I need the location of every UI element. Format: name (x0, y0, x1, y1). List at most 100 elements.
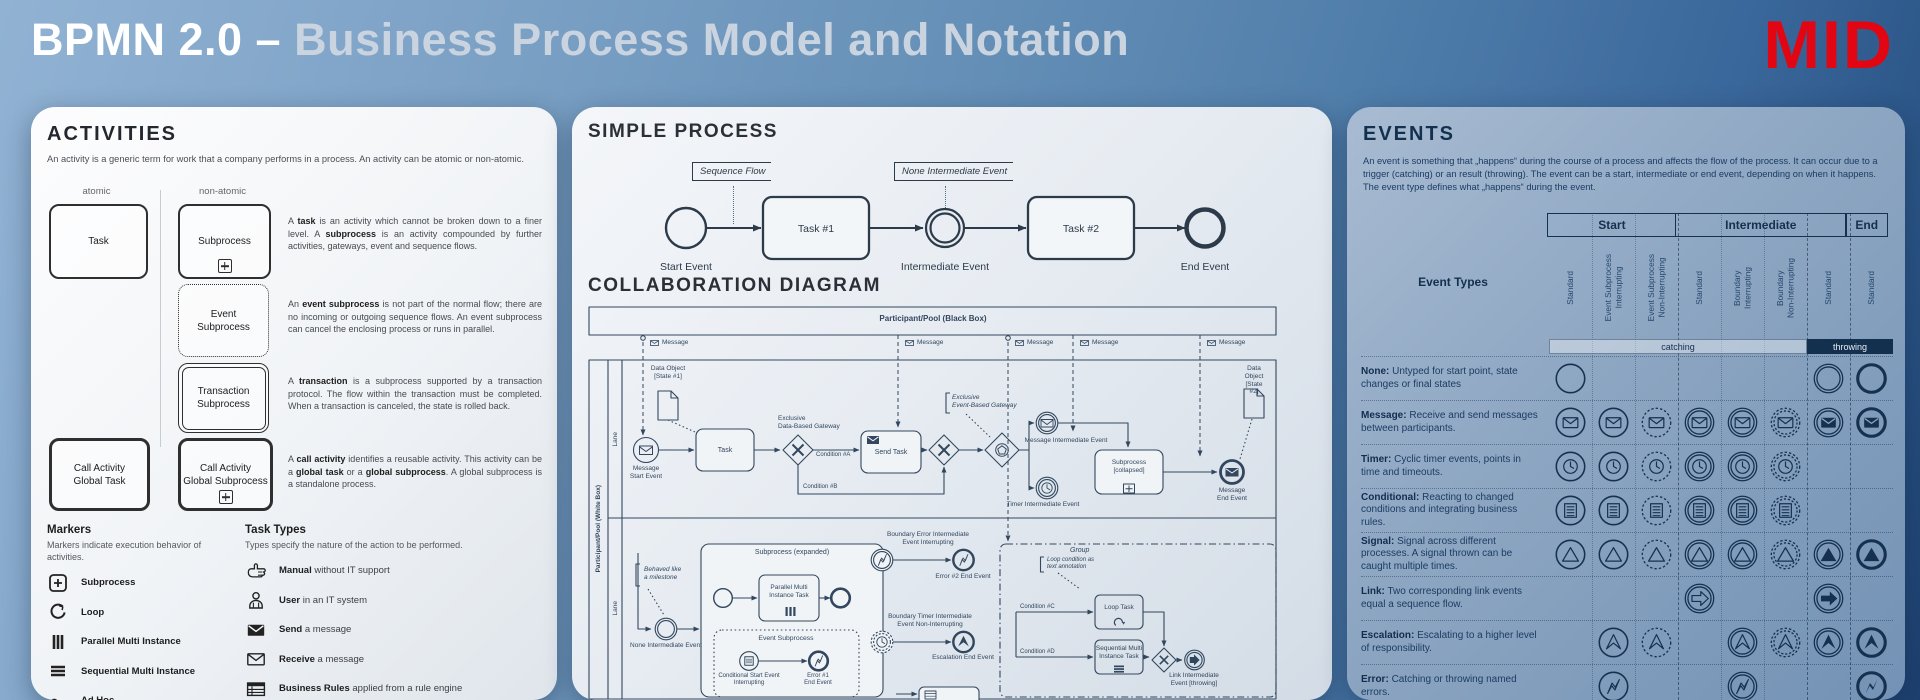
subprocess-shape-label: Subprocess (198, 236, 251, 247)
column-separator (1764, 213, 1765, 700)
data-object-2-icon (1243, 388, 1265, 419)
list-item: Manual without IT support (245, 559, 515, 582)
event-icon-cell (1721, 538, 1764, 571)
transaction-shape: Transaction Subprocess (178, 363, 269, 433)
group-separator (1850, 213, 1851, 700)
events-rows: None: Untyped for start point, state cha… (1361, 356, 1893, 700)
event-icon-cell (1592, 494, 1635, 527)
send-icon (247, 624, 265, 636)
event-icon-cell (1592, 450, 1635, 483)
task1-label: Task #1 (798, 223, 834, 235)
event-icon-esc (1727, 627, 1758, 658)
event-icon-msg (1684, 407, 1715, 438)
event-icon-cell (1592, 406, 1635, 439)
event-icon-timer (1727, 451, 1758, 482)
events-panel: EVENTS An event is something that „happe… (1347, 107, 1905, 700)
event-icon-msg (1555, 407, 1586, 438)
list-item-label: Subprocess (81, 577, 136, 589)
list-item-label: Manual without IT support (279, 565, 390, 577)
lane2-label: Lane (611, 600, 619, 616)
event-icon-cell (1635, 406, 1678, 439)
collaboration-heading: COLLABORATION DIAGRAM (588, 275, 881, 296)
mid-logo: MID (1763, 7, 1894, 83)
data-object-2-label: Data Object [State #2] (1244, 365, 1264, 396)
event-icon-sig (1641, 539, 1672, 570)
parallel-icon (52, 634, 64, 649)
condition-c-label: Condition #C (1020, 604, 1055, 610)
exclusive-data-gateway-label: Exclusive Data-Based Gateway (778, 415, 840, 430)
intermediate-event-circle (924, 207, 966, 249)
list-item: Parallel Multi Instance (47, 630, 237, 653)
events-col-header: Standard (1694, 271, 1705, 305)
event-icon-sig (1684, 539, 1715, 570)
annotation-bracket-icon: Sequence Flow (692, 162, 772, 181)
list-item: User in an IT system (245, 589, 515, 612)
message-intermediate-event (1035, 411, 1059, 435)
page-title-rest: Business Process Model and Notation (281, 14, 1130, 65)
event-icon-cell (1678, 494, 1721, 527)
event-icon-timer (1770, 451, 1801, 482)
event-icon-msg (1641, 407, 1672, 438)
escalation-end-event (952, 630, 975, 654)
sequence-flow-annotation: Sequence Flow (692, 162, 772, 181)
call-activity-description: A call activity identifies a reusable ac… (288, 454, 542, 490)
event-icon-none (1856, 363, 1887, 394)
event-icon-none (1813, 363, 1844, 394)
activities-panel: ACTIVITIES An activity is a generic term… (31, 107, 557, 700)
event-type-label: Message: Receive and send messages betwe… (1361, 410, 1538, 434)
parallel-multi-task-label: Parallel Multi Instance Task (769, 584, 809, 599)
data-object-1-label: Data Object [State #1] (650, 365, 686, 380)
white-box-pool-label: Participant/Pool (White Box) (594, 485, 602, 573)
events-col-header: Boundary Interrupting (1732, 267, 1753, 309)
message-envelope-icon (650, 339, 659, 346)
subprocess-plus-icon (217, 259, 232, 273)
call-activity-subprocess-label: Call Activity Global Subprocess (183, 462, 268, 487)
event-icon-cell (1850, 626, 1893, 659)
transaction-description: A transaction is a subprocess supported … (288, 376, 542, 412)
page-title-strong: BPMN 2.0 – (31, 14, 282, 65)
atomic-divider (160, 190, 161, 447)
list-item: Loop (47, 601, 237, 624)
event-icon-esc (1641, 627, 1672, 658)
event-icon-msg (1727, 407, 1758, 438)
simple-process-panel: SIMPLE PROCESS Sequence Flow None Interm… (572, 107, 1332, 700)
event-icon-cell (1549, 406, 1592, 439)
lane1-label: Lane (611, 431, 619, 447)
events-band-throwing: throwing (1807, 339, 1893, 354)
event-icon-sigF (1856, 539, 1887, 570)
event-icon-sigF (1813, 539, 1844, 570)
events-col-header: Event Subprocess Interrupting (1603, 254, 1624, 322)
loop-annotation: Loop condition as text annotation (1047, 557, 1095, 571)
event-icon-cell (1678, 406, 1721, 439)
event-icon-cell (1721, 626, 1764, 659)
event-type-row: Message: Receive and send messages betwe… (1361, 401, 1893, 445)
annotation-leader-line (733, 186, 734, 224)
event-icon-cell (1721, 494, 1764, 527)
timer-intermediate-label: Timer Intermediate Event (1006, 501, 1080, 508)
black-box-pool-label: Participant/Pool (Black Box) (879, 314, 987, 323)
sequential-multi-task-label: Sequential Multi Instance Task (1095, 645, 1143, 660)
event-based-gateway (984, 432, 1020, 468)
conditional-start-event (739, 651, 759, 671)
subprocess-collapsed-label: Subprocess [collapsed] (1111, 459, 1147, 474)
events-band-catching: catching (1549, 339, 1807, 354)
event-type-row: None: Untyped for start point, state cha… (1361, 357, 1893, 401)
non-atomic-label: non-atomic (199, 186, 246, 197)
events-col-group: Start (1547, 213, 1677, 237)
event-icon-sig (1598, 539, 1629, 570)
start-event-label: Start Event (660, 261, 712, 273)
event-type-label: None: Untyped for start point, state cha… (1361, 366, 1518, 390)
event-icon-sig (1727, 539, 1758, 570)
event-type-row: Link: Two corresponding link events equa… (1361, 577, 1893, 621)
event-icon-none (1555, 363, 1586, 394)
event-type-row: Conditional: Reacting to changed conditi… (1361, 489, 1893, 533)
condition-b-label: Condition #B (803, 484, 838, 490)
list-item-label: Receive a message (279, 653, 365, 665)
event-icon-cond (1641, 495, 1672, 526)
group-box (999, 543, 1277, 698)
task-types-intro: Types specify the nature of the action t… (245, 540, 463, 550)
event-icon-errF (1856, 671, 1887, 700)
boundary-error-event (870, 548, 894, 572)
column-separator (1592, 213, 1593, 700)
